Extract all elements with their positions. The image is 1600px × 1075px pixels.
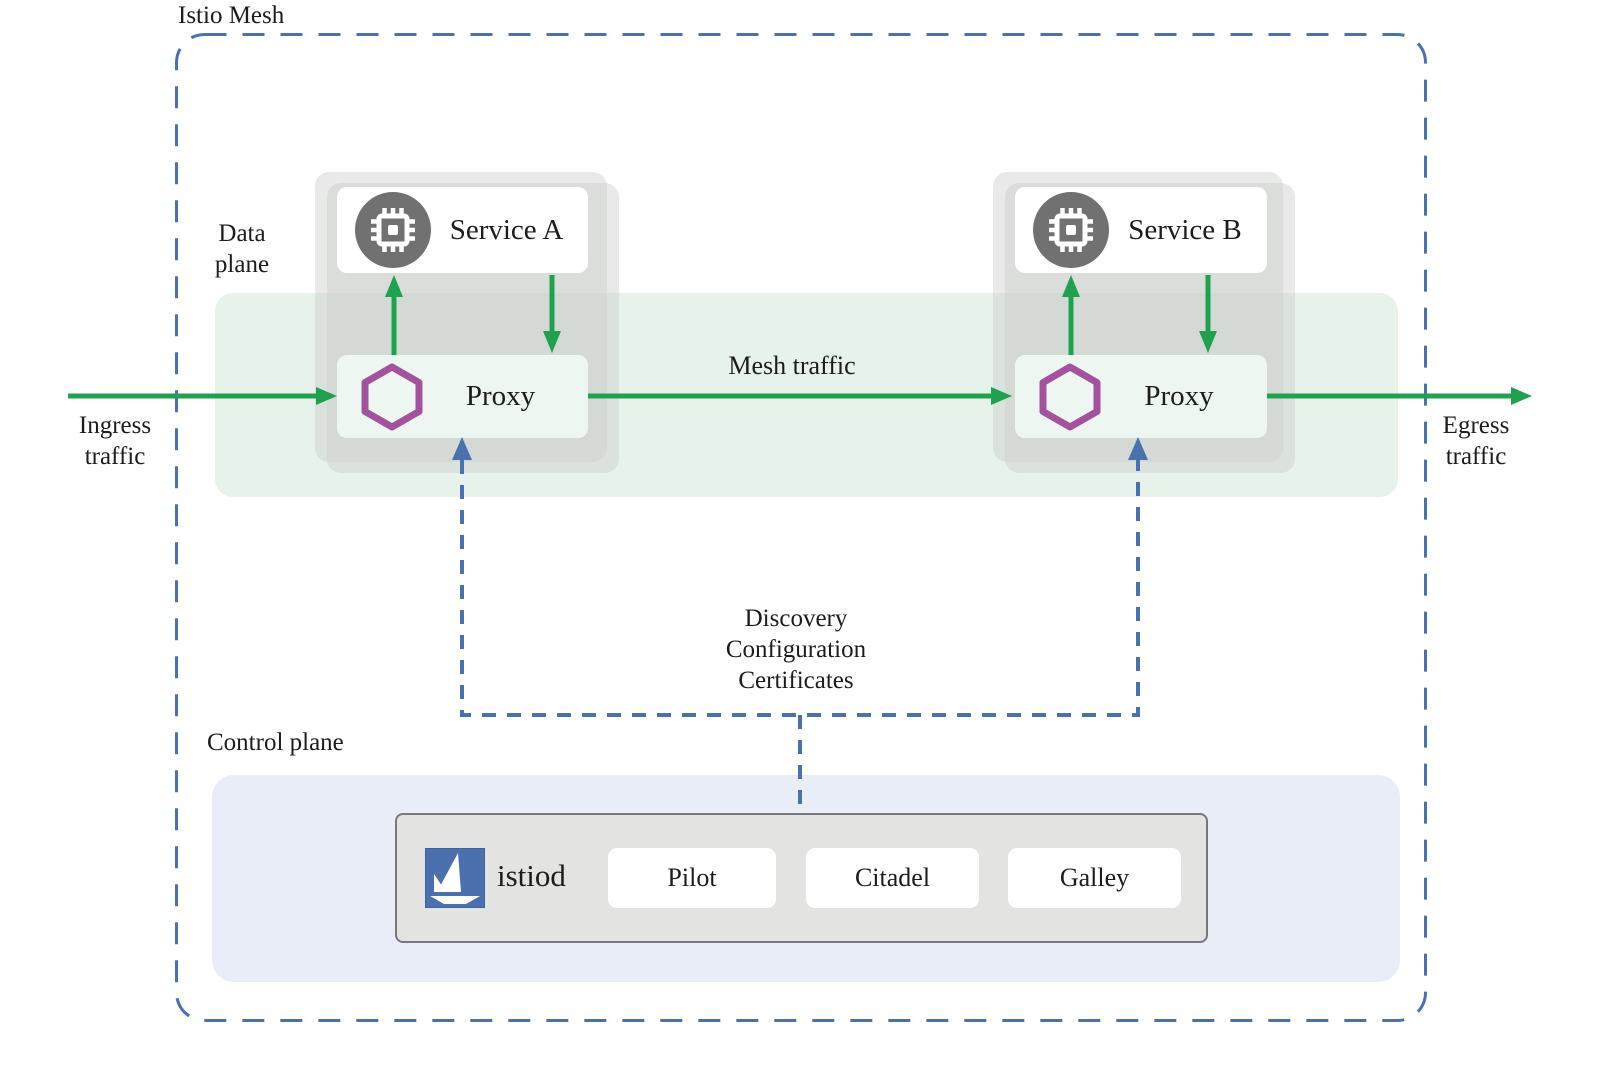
data-plane-label: Data plane bbox=[214, 220, 270, 278]
mesh-traffic-label: Mesh traffic bbox=[728, 351, 856, 380]
proxy-b-card: Proxy bbox=[1015, 355, 1267, 438]
chip-icon bbox=[1033, 192, 1109, 268]
configuration-line: Configuration bbox=[725, 636, 867, 663]
pilot-label: Pilot bbox=[667, 863, 717, 892]
galley-label: Galley bbox=[1059, 863, 1130, 892]
ingress-traffic-label: Ingress traffic bbox=[78, 412, 152, 470]
certificates-line: Certificates bbox=[738, 667, 854, 694]
proxy-b-label: Proxy bbox=[1144, 380, 1214, 412]
mesh-title: Istio Mesh bbox=[178, 2, 285, 29]
egress-arrowhead bbox=[1511, 387, 1532, 405]
chip-icon bbox=[355, 192, 431, 268]
control-channel-label: Discovery Configuration Certificates bbox=[670, 603, 922, 696]
proxy-a-card: Proxy bbox=[337, 355, 588, 438]
istiod-component-pilot: Pilot bbox=[608, 848, 776, 908]
istiod-component-galley: Galley bbox=[1008, 848, 1181, 908]
istiod-component-citadel: Citadel bbox=[806, 848, 979, 908]
citadel-label: Citadel bbox=[854, 863, 931, 892]
discovery-line: Discovery bbox=[744, 605, 848, 632]
envoy-hexagon-icon bbox=[1039, 363, 1101, 431]
istiod-box: istiod Pilot Citadel Galley bbox=[395, 813, 1208, 943]
service-a-card: Service A bbox=[337, 187, 588, 273]
istio-sailboat-icon bbox=[424, 847, 486, 909]
service-b-label: Service B bbox=[1128, 213, 1242, 246]
service-a-label: Service A bbox=[449, 213, 564, 246]
service-b-card: Service B bbox=[1015, 187, 1267, 273]
envoy-hexagon-icon bbox=[361, 363, 423, 431]
control-plane-label: Control plane bbox=[207, 729, 344, 756]
istiod-label: istiod bbox=[497, 858, 566, 893]
proxy-a-label: Proxy bbox=[465, 380, 536, 412]
egress-traffic-label: Egress traffic bbox=[1442, 412, 1510, 470]
